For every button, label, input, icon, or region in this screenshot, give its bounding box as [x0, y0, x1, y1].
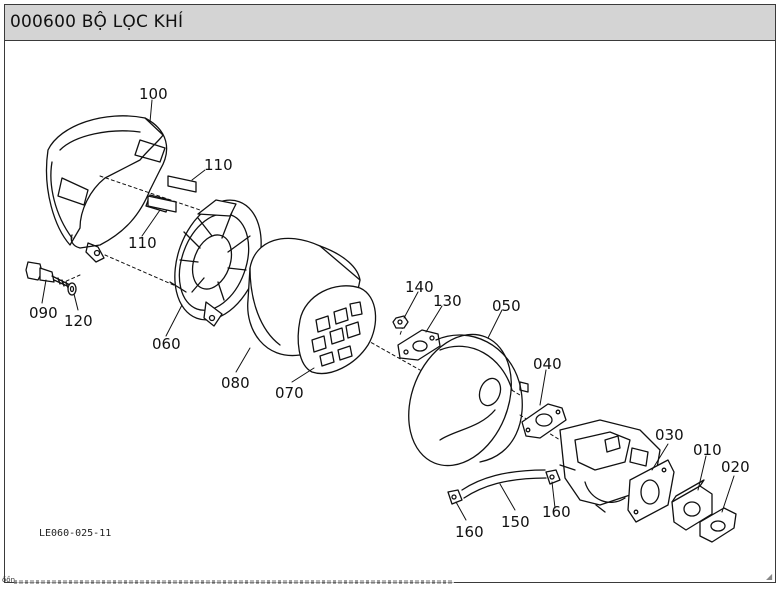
- part-insulator-010[interactable]: [671, 479, 713, 531]
- part-seal-110-bottom[interactable]: [147, 195, 177, 213]
- label-050[interactable]: 050: [492, 297, 521, 315]
- part-tube-150[interactable]: [461, 469, 547, 499]
- part-gasket-030[interactable]: [627, 459, 675, 523]
- part-clamp-160-right[interactable]: [545, 469, 561, 485]
- diagram-reference-code: LE060-025-11: [39, 528, 111, 539]
- part-wing-bolt-090[interactable]: [25, 261, 77, 291]
- part-cover-100[interactable]: [45, 115, 171, 263]
- part-nut-140[interactable]: [392, 315, 409, 329]
- label-150[interactable]: 150: [501, 513, 530, 531]
- part-seal-110-top[interactable]: [167, 175, 197, 193]
- part-case-050[interactable]: [390, 319, 530, 481]
- header-bar: 000600 BỘ LỌC KHÍ: [5, 5, 775, 41]
- label-060[interactable]: 060: [152, 335, 181, 353]
- label-090[interactable]: 090: [29, 304, 58, 322]
- label-010[interactable]: 010: [693, 441, 722, 459]
- part-washer-120[interactable]: [67, 282, 77, 296]
- label-070[interactable]: 070: [275, 384, 304, 402]
- corner-mark-icon: ◢: [766, 572, 773, 581]
- part-number-labels: 100 110 110 090 120 060 080 070 140 130 …: [29, 85, 750, 541]
- label-160-right[interactable]: 160: [542, 503, 571, 521]
- footer-scan-line: [14, 580, 454, 584]
- part-clamp-160-left[interactable]: [447, 489, 463, 505]
- part-gasket-020[interactable]: [699, 507, 737, 543]
- footer-text: ồồn: [2, 576, 16, 584]
- part-gasket-130[interactable]: [397, 329, 441, 361]
- label-120[interactable]: 120: [64, 312, 93, 330]
- label-110-bottom[interactable]: 110: [128, 234, 157, 252]
- label-020[interactable]: 020: [721, 458, 750, 476]
- label-040[interactable]: 040: [533, 355, 562, 373]
- label-110-top[interactable]: 110: [204, 156, 233, 174]
- parts-diagram-frame: 000600 BỘ LỌC KHÍ: [4, 4, 776, 583]
- part-holder-060[interactable]: [159, 188, 277, 332]
- label-030[interactable]: 030: [655, 426, 684, 444]
- label-080[interactable]: 080: [221, 374, 250, 392]
- label-140[interactable]: 140: [405, 278, 434, 296]
- part-gasket-040[interactable]: [521, 403, 567, 439]
- label-160-left[interactable]: 160: [455, 523, 484, 541]
- part-element-070[interactable]: [297, 285, 377, 374]
- page-title: 000600 BỘ LỌC KHÍ: [10, 12, 184, 32]
- label-130[interactable]: 130: [433, 292, 462, 310]
- label-100[interactable]: 100: [139, 85, 168, 103]
